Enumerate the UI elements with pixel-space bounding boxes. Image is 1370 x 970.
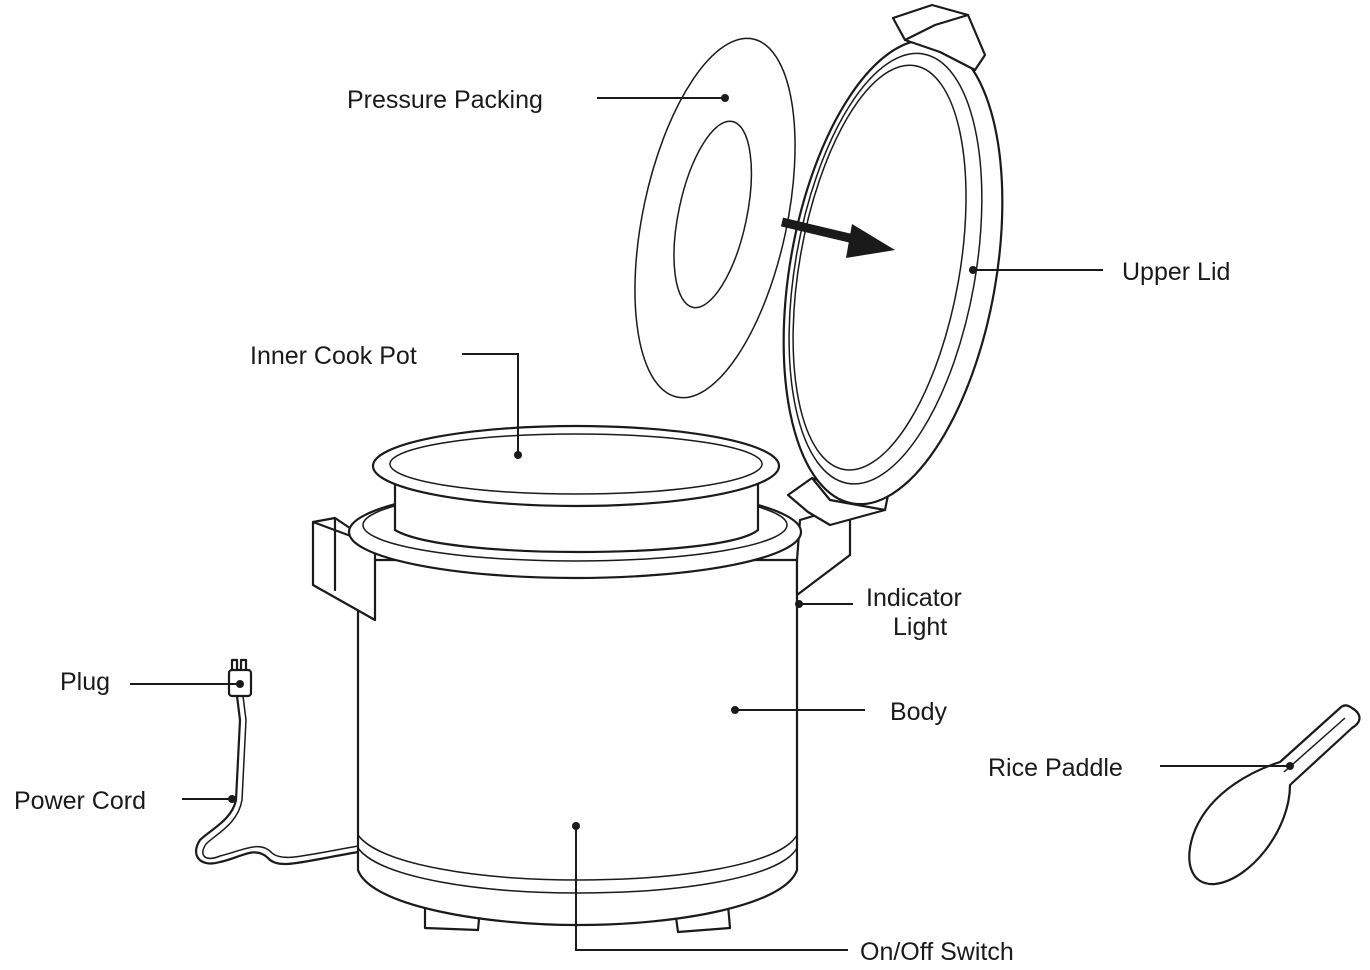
- labels: Pressure Packing Upper Lid Inner Cook Po…: [14, 86, 1230, 966]
- install-arrow: [780, 217, 895, 258]
- label-power-cord: Power Cord: [14, 787, 146, 815]
- upper-lid: [782, 3, 1004, 527]
- label-body: Body: [890, 698, 947, 726]
- label-pressure-packing: Pressure Packing: [347, 86, 543, 114]
- plug: [227, 658, 253, 698]
- inner-cook-pot: [371, 424, 781, 554]
- label-indicator-light-line2: Light: [893, 613, 947, 641]
- inner-pot-rim: [371, 424, 781, 508]
- cooker-cylinder: [356, 558, 799, 927]
- label-upper-lid: Upper Lid: [1122, 258, 1230, 286]
- power-cord: [195, 694, 360, 866]
- label-rice-paddle: Rice Paddle: [988, 754, 1123, 782]
- pressure-packing: [634, 37, 796, 399]
- label-inner-cook-pot: Inner Cook Pot: [250, 342, 417, 370]
- rice-paddle: [1188, 704, 1361, 886]
- lid-latch: [891, 3, 987, 72]
- label-indicator-light-line1: Indicator: [866, 584, 962, 612]
- leader-lines: [130, 94, 1294, 951]
- leader-inner-cook-pot: [462, 353, 519, 455]
- label-plug: Plug: [60, 668, 110, 696]
- label-on-off-switch: On/Off Switch: [860, 938, 1014, 966]
- leader-on-off-switch: [575, 826, 848, 951]
